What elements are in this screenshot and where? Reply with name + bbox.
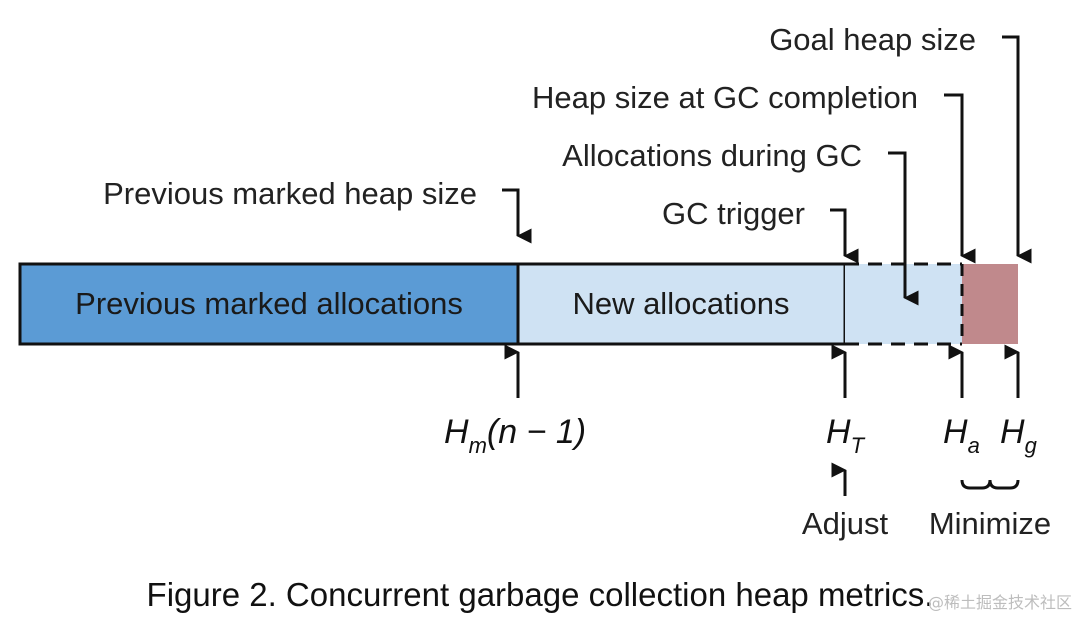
ha-metric: Ha: [943, 413, 980, 458]
adjust-label: Adjust: [802, 506, 889, 541]
goal-heap-size-arrow: [1002, 35, 1032, 264]
new-allocations-label: New allocations: [572, 286, 789, 321]
new-allocations-segment: [516, 262, 847, 346]
allocations-during-gc-arrow: [888, 151, 919, 306]
watermark: @稀土掘金技术社区: [928, 593, 1072, 612]
goal-heap-region: [962, 264, 1018, 344]
heap-size-at-gc-completion-label: Heap size at GC completion: [532, 80, 918, 115]
gc-trigger-arrow: [830, 208, 859, 264]
goal-heap-size-label: Goal heap size: [769, 22, 976, 57]
gc-trigger-label: GC trigger: [662, 196, 805, 231]
ht-metric: HT: [826, 413, 866, 458]
previous-marked-allocations-label: Previous marked allocations: [75, 286, 463, 321]
hg-metric: Hg: [1000, 413, 1038, 458]
minimize-brace: [960, 479, 1020, 490]
allocations-during-gc-label: Allocations during GC: [562, 138, 862, 173]
minimize-label: Minimize: [929, 506, 1051, 541]
previous-marked-heap-size-arrow: [502, 188, 532, 244]
hm-metric: Hm(n − 1): [444, 413, 586, 458]
previous-marked-heap-size-label: Previous marked heap size: [103, 176, 477, 211]
previous-marked-allocations-segment: [18, 262, 520, 346]
heap-size-at-gc-completion-arrow: [944, 93, 976, 264]
figure-caption: Figure 2. Concurrent garbage collection …: [147, 576, 934, 613]
